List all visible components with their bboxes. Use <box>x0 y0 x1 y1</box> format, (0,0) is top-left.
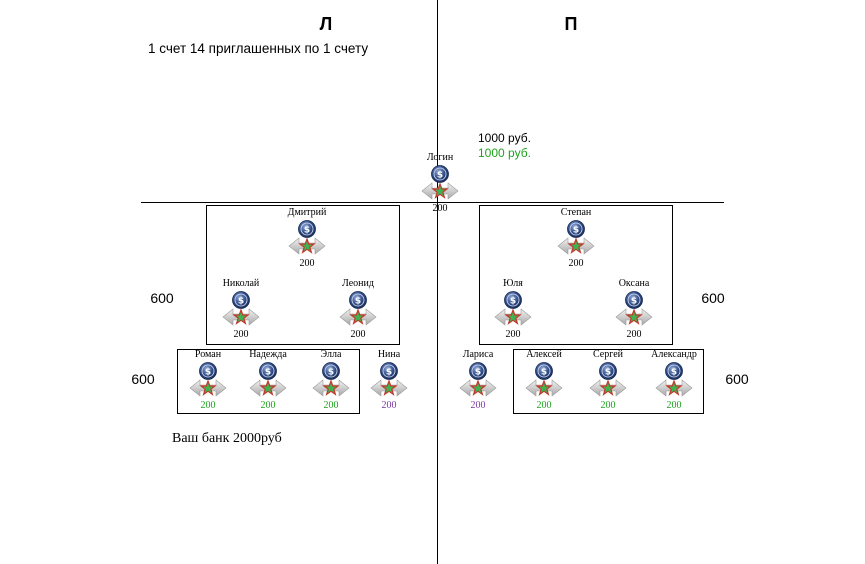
node-name: Нина <box>377 349 401 360</box>
node-name: Александр <box>651 349 697 360</box>
center-divider-line <box>437 0 438 564</box>
node-name: Сергей <box>593 349 623 360</box>
node-nikolay: Николай 200 <box>196 278 286 342</box>
dollar-coin-with-star-icon <box>369 361 409 399</box>
money-line-2: 1000 руб. <box>478 146 531 160</box>
node-name: Лариса <box>462 349 494 360</box>
node-name: Николай <box>222 278 260 289</box>
node-name: Алексей <box>526 349 562 360</box>
node-name: Надежда <box>249 349 287 360</box>
left-upper-total: 600 <box>150 290 174 306</box>
bank-total: Ваш банк 2000руб <box>172 431 282 446</box>
node-dmitriy: Дмитрий 200 <box>262 207 352 271</box>
node-name: Оксана <box>618 278 650 289</box>
dollar-coin-with-star-icon <box>420 164 460 202</box>
dollar-coin-with-star-icon <box>524 361 564 399</box>
node-leonid: Леонид 200 <box>313 278 403 342</box>
node-name: Элла <box>320 349 342 360</box>
node-aleksandr: Александр 200 <box>629 349 719 413</box>
node-nina: Нина 200 <box>344 349 434 413</box>
dollar-coin-with-star-icon <box>248 361 288 399</box>
node-nadezhda: Надежда 200 <box>223 349 313 413</box>
node-name: Роман <box>194 349 222 360</box>
dollar-coin-with-star-icon <box>458 361 498 399</box>
dollar-coin-with-star-icon <box>493 290 533 328</box>
node-amount: 200 <box>299 258 315 269</box>
node-amount: 200 <box>233 329 249 340</box>
dollar-coin-with-star-icon <box>588 361 628 399</box>
node-aleksey: Алексей 200 <box>499 349 589 413</box>
level-divider-line <box>141 202 724 203</box>
left-branch-label: Л <box>319 14 333 34</box>
node-amount: 200 <box>432 203 448 214</box>
node-root: Логин 200 <box>395 152 485 216</box>
node-amount: 200 <box>260 400 276 411</box>
node-amount: 200 <box>505 329 521 340</box>
node-name: Юля <box>503 278 523 289</box>
node-name: Леонид <box>342 278 374 289</box>
node-larisa: Лариса 200 <box>433 349 523 413</box>
left-level-box <box>206 205 400 345</box>
dollar-coin-with-star-icon <box>556 219 596 257</box>
node-amount: 200 <box>323 400 339 411</box>
node-amount: 200 <box>626 329 642 340</box>
right-branch-label: П <box>564 14 578 34</box>
node-stepan: Степан 200 <box>531 207 621 271</box>
node-name: Логин <box>426 152 454 163</box>
dollar-coin-with-star-icon <box>287 219 327 257</box>
node-amount: 200 <box>666 400 682 411</box>
node-amount: 200 <box>600 400 616 411</box>
dollar-coin-with-star-icon <box>221 290 261 328</box>
node-amount: 200 <box>536 400 552 411</box>
node-amount: 200 <box>350 329 366 340</box>
right-bottom-box <box>513 349 704 414</box>
node-amount: 200 <box>568 258 584 269</box>
dollar-coin-with-star-icon <box>188 361 228 399</box>
dollar-coin-with-star-icon <box>614 290 654 328</box>
dollar-coin-with-star-icon <box>654 361 694 399</box>
right-lower-total: 600 <box>725 371 749 387</box>
node-name: Дмитрий <box>287 207 327 218</box>
node-ella: Элла 200 <box>286 349 376 413</box>
dollar-coin-with-star-icon <box>338 290 378 328</box>
money-line-1: 1000 руб. <box>478 131 531 145</box>
right-upper-total: 600 <box>701 290 725 306</box>
node-name: Степан <box>560 207 592 218</box>
node-oksana: Оксана 200 <box>589 278 679 342</box>
node-roman: Роман 200 <box>163 349 253 413</box>
subtitle: 1 счет 14 приглашенных по 1 счету <box>148 41 369 56</box>
node-sergey: Сергей 200 <box>563 349 653 413</box>
left-lower-total: 600 <box>131 371 155 387</box>
right-level-box <box>479 205 673 345</box>
node-yulya: Юля 200 <box>468 278 558 342</box>
node-amount: 200 <box>381 400 397 411</box>
left-bottom-box <box>177 349 360 414</box>
node-amount: 200 <box>470 400 486 411</box>
node-amount: 200 <box>200 400 216 411</box>
